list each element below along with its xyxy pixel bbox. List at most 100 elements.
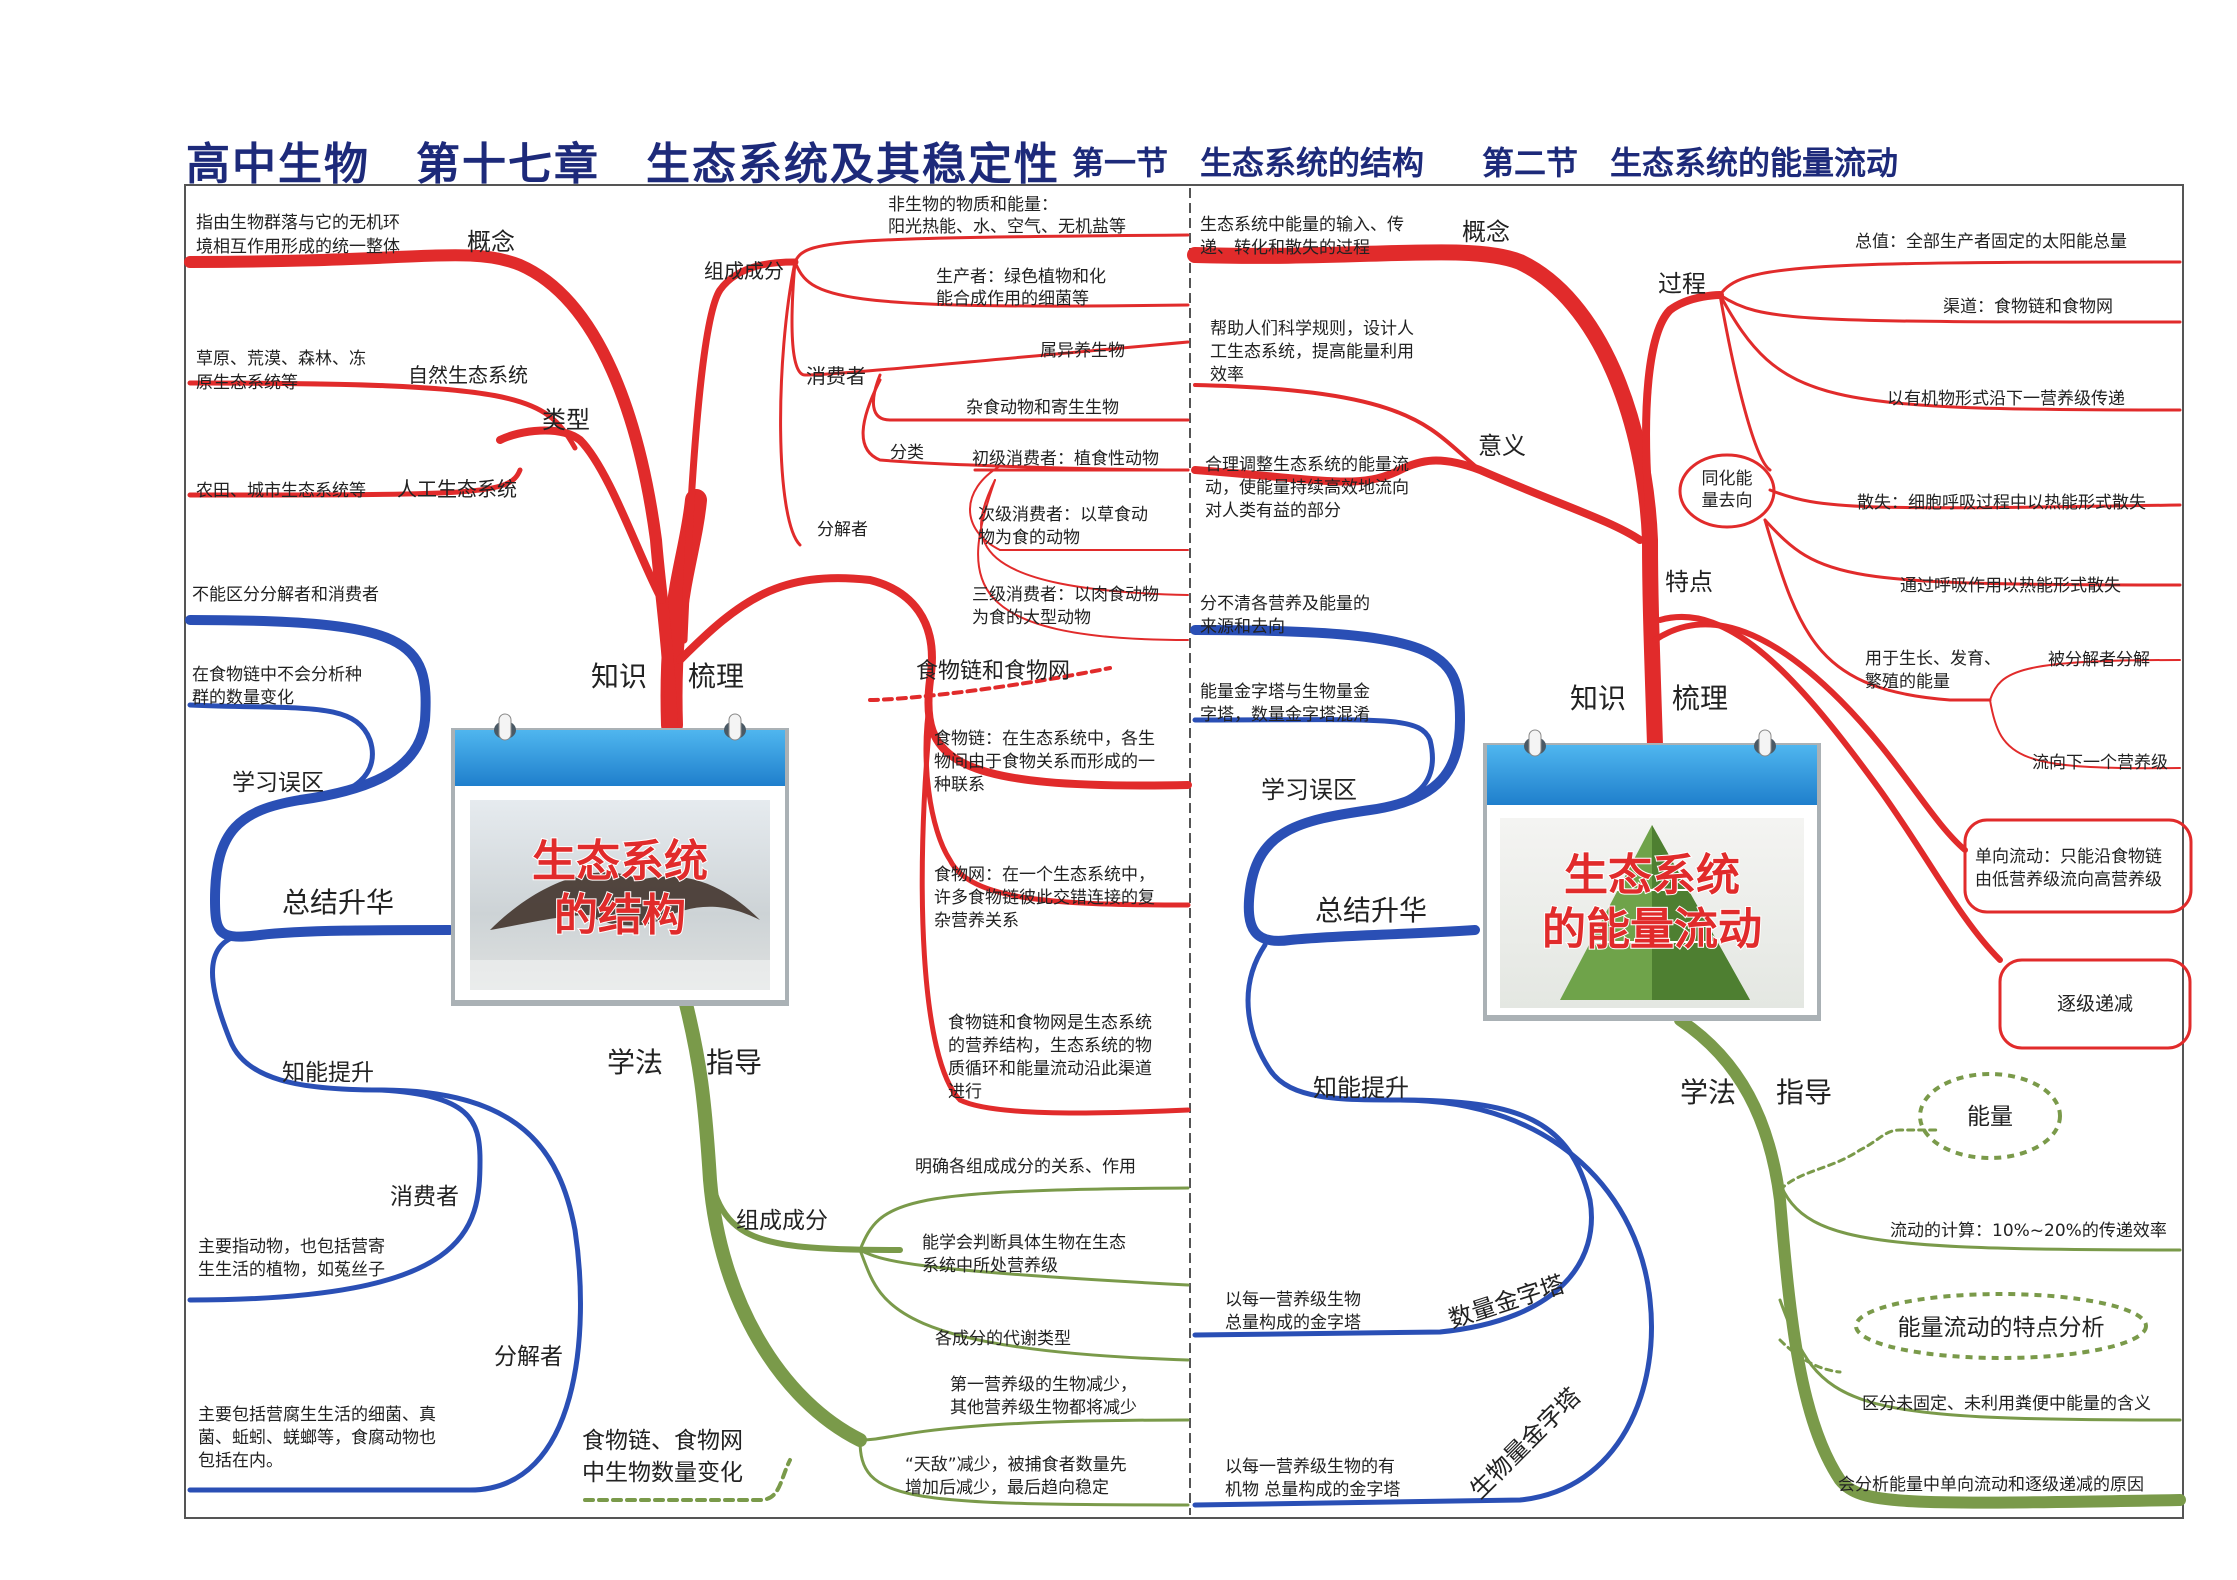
- r-total-value: 总值：全部生产者固定的太阳能总量: [1855, 232, 2127, 252]
- r-meaning2-line2: 动，使能量持续高效地流向: [1205, 477, 1409, 498]
- r-label-energy: 能量: [1967, 1104, 2013, 1130]
- food-chain-line3: 种联系: [934, 775, 985, 795]
- misconception-2-line1: 在食物链中不会分析种: [192, 665, 362, 685]
- label-consumer-2: 消费者: [390, 1184, 459, 1210]
- first-level-line2: 其他营养级生物都将减少: [950, 1398, 1137, 1418]
- r-decreasing: 逐级递减: [2057, 993, 2133, 1015]
- abiotic-line1: 非生物的物质和能量：: [888, 195, 1058, 215]
- decomposer2-desc-line1: 主要包括营腐生生活的细菌、真: [198, 1405, 436, 1425]
- decomposer2-desc-line3: 包括在内。: [198, 1451, 283, 1471]
- food-chain-line1: 食物链：在生态系统中，各生: [934, 729, 1155, 749]
- analysis-oval: [1854, 1292, 2148, 1360]
- producer-line2: 能合成作用的细菌等: [936, 289, 1089, 309]
- decreasing-box: [1998, 958, 2192, 1050]
- r-assimilation-line1: 同化能: [1702, 469, 1753, 489]
- r-assimilation-line2: 量去向: [1702, 491, 1753, 511]
- food-web-line2: 许多食物链彼此交错连接的复: [934, 888, 1155, 908]
- method-metabolism: 各成分的代谢类型: [935, 1329, 1071, 1349]
- r-misconception1-line2: 来源和去向: [1200, 617, 1285, 637]
- right-center-card: 生态系统 的能量流动: [1483, 729, 1821, 1021]
- r-label-concept: 概念: [1462, 218, 1510, 246]
- left-card-title-1: 生态系统: [532, 836, 708, 887]
- section1-title: 第一节 生态系统的结构: [1072, 144, 1425, 182]
- r-distinguish: 区分未固定、未利用粪便中能量的含义: [1862, 1394, 2151, 1414]
- r-misconception1-line1: 分不清各营养及能量的: [1200, 594, 1370, 614]
- right-card-title-1: 生态系统: [1564, 850, 1740, 901]
- consumer2-desc-line1: 主要指动物，也包括营寄: [198, 1237, 385, 1257]
- r-biomass-line1: 以每一营养级生物的有: [1225, 1457, 1395, 1477]
- secondary-consumer-line2: 物为食的动物: [978, 528, 1080, 548]
- label-type: 类型: [542, 406, 590, 434]
- r-branch-guide: 指导: [1776, 1076, 1832, 1109]
- r-number-pyramid-line2: 总量构成的金字塔: [1225, 1313, 1361, 1333]
- branch-improvement: 知能提升: [282, 1060, 374, 1086]
- label-decomposer: 分解者: [817, 520, 868, 540]
- r-next-level: 流向下一个营养级: [2032, 753, 2168, 773]
- r-number-pyramid-line1: 以每一营养级生物: [1225, 1290, 1361, 1310]
- right-green-ovals: [1854, 1072, 2148, 1360]
- label-consumer: 消费者: [806, 364, 866, 388]
- branch-method: 学法: [607, 1046, 663, 1079]
- decomposer2-desc-line2: 菌、蚯蚓、蜣螂等，食腐动物也: [198, 1428, 436, 1448]
- tertiary-consumer-line2: 为食的大型动物: [972, 608, 1091, 628]
- r-branch-summary: 总结升华: [1315, 894, 1427, 927]
- food-web-line3: 杂营养关系: [934, 911, 1019, 931]
- r-misconception2-line2: 字塔，数量金字塔混淆: [1200, 705, 1370, 725]
- left-blue-branches: [185, 615, 583, 1493]
- food-chain-line2: 物间由于食物关系而形成的一: [934, 752, 1155, 772]
- label-classification: 分类: [890, 443, 924, 463]
- trophic-line3: 质循环和能量流动沿此渠道: [948, 1059, 1152, 1079]
- misconception-2-line2: 群的数量变化: [192, 688, 294, 708]
- r-label-process: 过程: [1658, 270, 1706, 298]
- outer-frame: [184, 184, 2184, 1519]
- trophic-line1: 食物链和食物网是生态系统: [948, 1013, 1152, 1033]
- assimilation-oval: [1678, 453, 1776, 529]
- right-blue-branches: [1190, 625, 1654, 1508]
- natural-desc-line2: 原生态系统等: [196, 373, 298, 393]
- right-green-branches: [1674, 1014, 2186, 1509]
- r-channel: 渠道：食物链和食物网: [1943, 297, 2113, 317]
- r-decomposed: 被分解者分解: [2048, 650, 2150, 670]
- r-branch-knowledge: 知识: [1570, 682, 1626, 715]
- r-branch-misconceptions: 学习误区: [1261, 776, 1357, 804]
- natural-desc-line1: 草原、荒漠、森林、冻: [196, 349, 366, 369]
- r-meaning1-line3: 效率: [1210, 365, 1244, 385]
- label-decomposer-2: 分解者: [494, 1344, 563, 1370]
- label-population-change-line1: 食物链、食物网: [582, 1428, 743, 1454]
- r-meaning1-line1: 帮助人们科学规则，设计人: [1210, 319, 1414, 339]
- left-card-title-2: 的结构: [554, 890, 686, 941]
- method-judge-line2: 系统中所处营养级: [922, 1256, 1058, 1276]
- r-misconception2-line1: 能量金字塔与生物量金: [1200, 682, 1370, 702]
- concept-desc-line2: 境相互作用形成的统一整体: [196, 237, 400, 257]
- label-components-2: 组成成分: [736, 1208, 828, 1234]
- r-label-number-pyramid: 数量金字塔: [1445, 1270, 1568, 1334]
- r-branch-improvement: 知能提升: [1313, 1074, 1409, 1102]
- r-meaning2-line1: 合理调整生态系统的能量流: [1205, 455, 1409, 475]
- r-transfer: 以有机物形式沿下一营养级传递: [1887, 389, 2125, 409]
- concept-desc-line1: 指由生物群落与它的无机环: [196, 213, 400, 233]
- trophic-line4: 进行: [948, 1082, 982, 1102]
- r-growth-line1: 用于生长、发育、: [1865, 649, 2001, 669]
- heterotroph-text: 属异养生物: [1040, 341, 1125, 361]
- r-label-feature-analysis: 能量流动的特点分析: [1898, 1315, 2105, 1341]
- r-unidirectional-line1: 单向流动：只能沿食物链: [1975, 847, 2162, 867]
- branch-knowledge: 知识: [591, 660, 647, 693]
- branch-summary: 总结升华: [282, 886, 394, 919]
- r-respiration: 通过呼吸作用以热能形式散失: [1900, 576, 2121, 596]
- r-concept-line2: 递、转化和散失的过程: [1200, 238, 1370, 258]
- r-meaning1-line2: 工生态系统，提高能量利用: [1210, 342, 1414, 362]
- section2-title: 第二节 生态系统的能量流动: [1482, 144, 1899, 182]
- label-natural-ecosystem: 自然生态系统: [408, 363, 528, 387]
- branch-misconceptions: 学习误区: [232, 770, 324, 796]
- left-texts: 指由生物群落与它的无机环 境相互作用形成的统一整体 概念 草原、荒漠、森林、冻 …: [192, 195, 1159, 1498]
- abiotic-line2: 阳光热能、水、空气、无机盐等: [888, 217, 1126, 237]
- chapter-title: 高中生物 第十七章 生态系统及其稳定性: [186, 139, 1060, 190]
- label-food-chain-web: 食物链和食物网: [916, 659, 1070, 684]
- r-unidirectional-line2: 由低营养级流向高营养级: [1975, 870, 2162, 890]
- first-level-line1: 第一营养级的生物减少，: [950, 1375, 1137, 1395]
- right-card-title-2: 的能量流动: [1542, 904, 1762, 955]
- branch-review: 梳理: [688, 660, 744, 693]
- r-branch-method: 学法: [1680, 1076, 1736, 1109]
